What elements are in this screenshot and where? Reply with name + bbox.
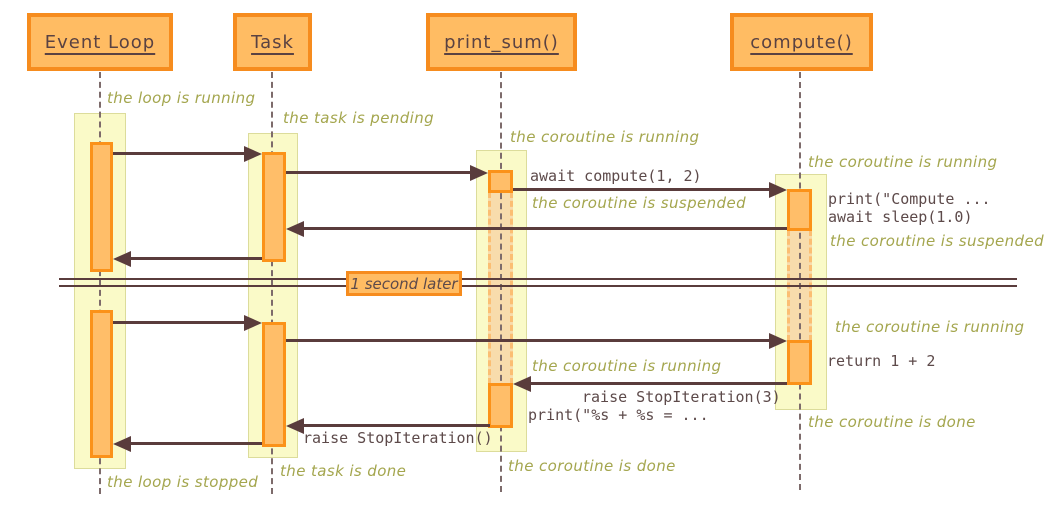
label-raise-stopiteration: raise StopIteration(): [303, 429, 493, 447]
participant-event-loop-label: Event Loop: [44, 31, 156, 53]
note-coroutine-done-print-sum: the coroutine is done: [508, 457, 676, 475]
lifeline-print-sum: [500, 72, 502, 492]
activation-compute-1: [787, 189, 812, 231]
note-coroutine-done-compute: the coroutine is done: [808, 413, 976, 431]
arrow-loop-resumes-task: [113, 321, 245, 324]
participant-task-label: Task: [251, 31, 294, 53]
participant-print-sum: print_sum(): [426, 13, 577, 71]
note-coroutine-suspended-print-sum: the coroutine is suspended: [532, 194, 747, 212]
participant-task: Task: [233, 13, 312, 71]
note-coroutine-running-compute-2: the coroutine is running: [835, 318, 1025, 336]
participant-print-sum-label: print_sum(): [444, 31, 559, 53]
note-coroutine-suspended-compute: the coroutine is suspended: [830, 232, 1045, 250]
participant-compute: compute(): [730, 13, 873, 71]
arrow-compute-suspends-to-task: [303, 227, 787, 230]
arrow-task-yields-to-loop: [130, 257, 262, 260]
time-divider-lines: [59, 278, 1017, 287]
note-task-done: the task is done: [280, 462, 407, 480]
label-await-compute: await compute(1, 2): [530, 167, 702, 185]
activation-print-sum-1: [488, 170, 513, 193]
lifeline-task: [271, 72, 273, 494]
participant-event-loop: Event Loop: [27, 13, 173, 71]
time-divider-label: 1 second later: [346, 271, 462, 296]
note-coroutine-running-compute-1: the coroutine is running: [808, 153, 998, 171]
note-loop-stopped: the loop is stopped: [107, 473, 259, 491]
note-coroutine-running-print-sum-1: the coroutine is running: [510, 128, 700, 146]
label-raise-stopiteration-3: raise StopIteration(3): [582, 388, 781, 406]
activation-event-loop-2: [90, 310, 113, 458]
participant-compute-label: compute(): [750, 31, 853, 53]
label-print-result: print("%s + %s = ...: [528, 406, 709, 424]
activation-task-2: [262, 322, 286, 447]
activation-compute-2: [787, 340, 812, 385]
arrow-compute-returns-stopiteration: [530, 382, 787, 385]
lifeline-event-loop: [99, 72, 101, 494]
arrow-loop-runs-task: [113, 152, 245, 155]
activation-task-1: [262, 152, 286, 262]
arrow-task-runs-print-sum: [286, 171, 471, 174]
note-task-pending: the task is pending: [283, 109, 435, 127]
label-print-compute: print("Compute ...: [828, 190, 991, 208]
label-await-sleep: await sleep(1.0): [828, 208, 973, 226]
arrow-task-resumes-compute: [286, 339, 770, 342]
arrow-print-sum-raises-stopiteration: [303, 424, 490, 427]
activation-print-sum-2: [488, 383, 513, 428]
note-loop-running: the loop is running: [107, 89, 256, 107]
note-coroutine-running-print-sum-2: the coroutine is running: [532, 357, 722, 375]
activation-event-loop-1: [90, 142, 113, 272]
arrow-task-returns-to-loop: [130, 442, 262, 445]
lifeline-compute: [799, 72, 801, 490]
arrow-await-compute: [513, 188, 770, 191]
label-return-sum: return 1 + 2: [827, 352, 936, 370]
